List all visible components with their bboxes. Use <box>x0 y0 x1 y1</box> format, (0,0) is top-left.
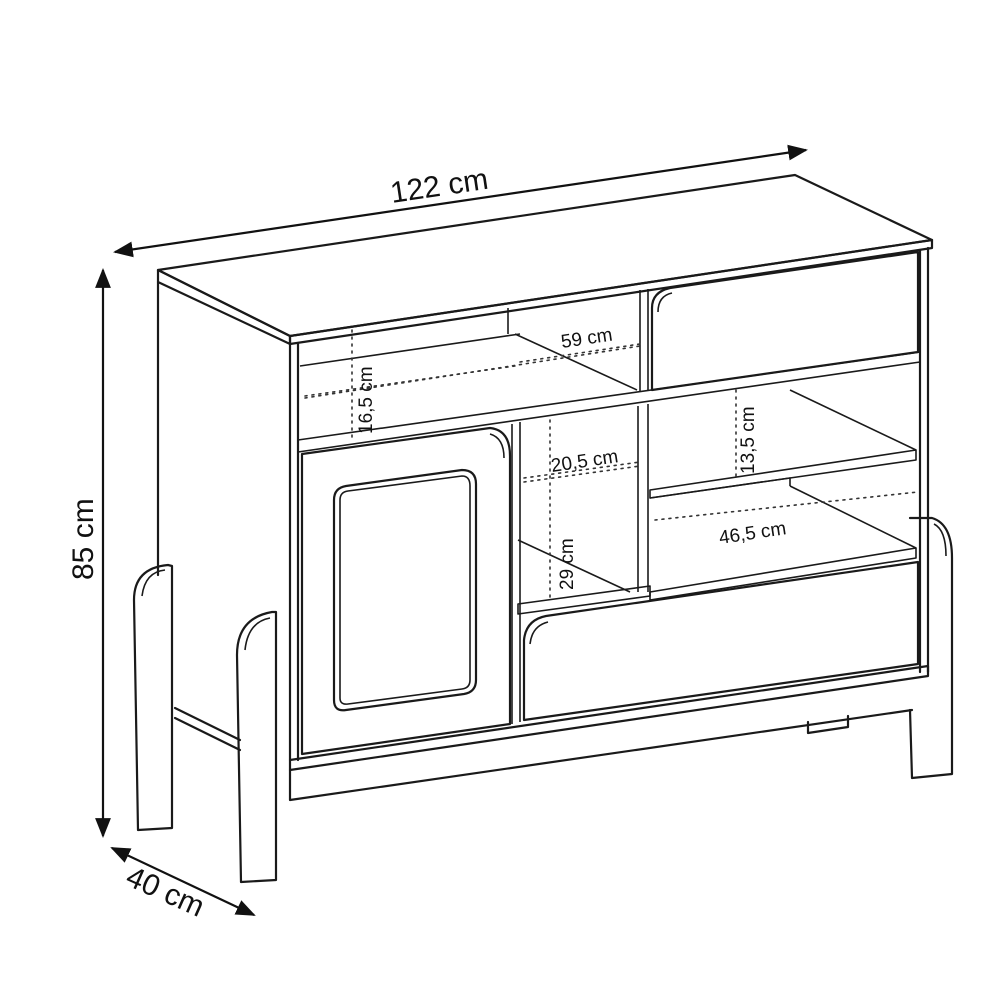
middle-center-width-label: 20,5 cm <box>550 446 620 477</box>
leg-front-right <box>908 516 954 780</box>
top-left-height-label: 16,5 cm <box>356 366 377 434</box>
divider-middle-right <box>637 404 649 592</box>
shelf-right-middle <box>649 389 917 499</box>
right-side-panel <box>918 246 930 674</box>
guide-20-5 <box>523 419 641 601</box>
middle-center-height-label: 29 cm <box>557 538 578 590</box>
depth-label: 40 cm <box>121 860 209 923</box>
guide-46-5 <box>654 491 919 521</box>
width-label: 122 cm <box>388 163 490 210</box>
leg-front-left <box>235 610 278 884</box>
cabinet-door[interactable] <box>300 426 512 756</box>
width-dimension-line <box>113 144 808 258</box>
divider-top-center <box>507 289 649 392</box>
height-label: 85 cm <box>67 498 100 580</box>
right-lower-width-label: 46,5 cm <box>718 518 788 549</box>
depth-dimension-line <box>110 847 256 916</box>
drawer-bottom-right[interactable] <box>522 560 920 722</box>
top-center-width-label: 59 cm <box>560 325 614 353</box>
shelf-upper <box>297 351 921 453</box>
right-shelf-height-label: 13,5 cm <box>738 406 759 474</box>
shelf-top-inner <box>299 333 638 391</box>
bottom-plinth <box>173 664 930 802</box>
divider-middle-left <box>511 422 521 724</box>
left-side-panel <box>156 280 300 762</box>
top-panel <box>156 173 934 346</box>
shelf-center-lower <box>517 539 651 615</box>
guide-59 <box>304 343 641 399</box>
leg-back-left <box>132 563 174 832</box>
door-glass-panel <box>332 468 478 712</box>
guide-29 <box>523 465 641 483</box>
drawer-top-right[interactable] <box>650 250 920 392</box>
shelf-right-lower <box>649 477 917 601</box>
